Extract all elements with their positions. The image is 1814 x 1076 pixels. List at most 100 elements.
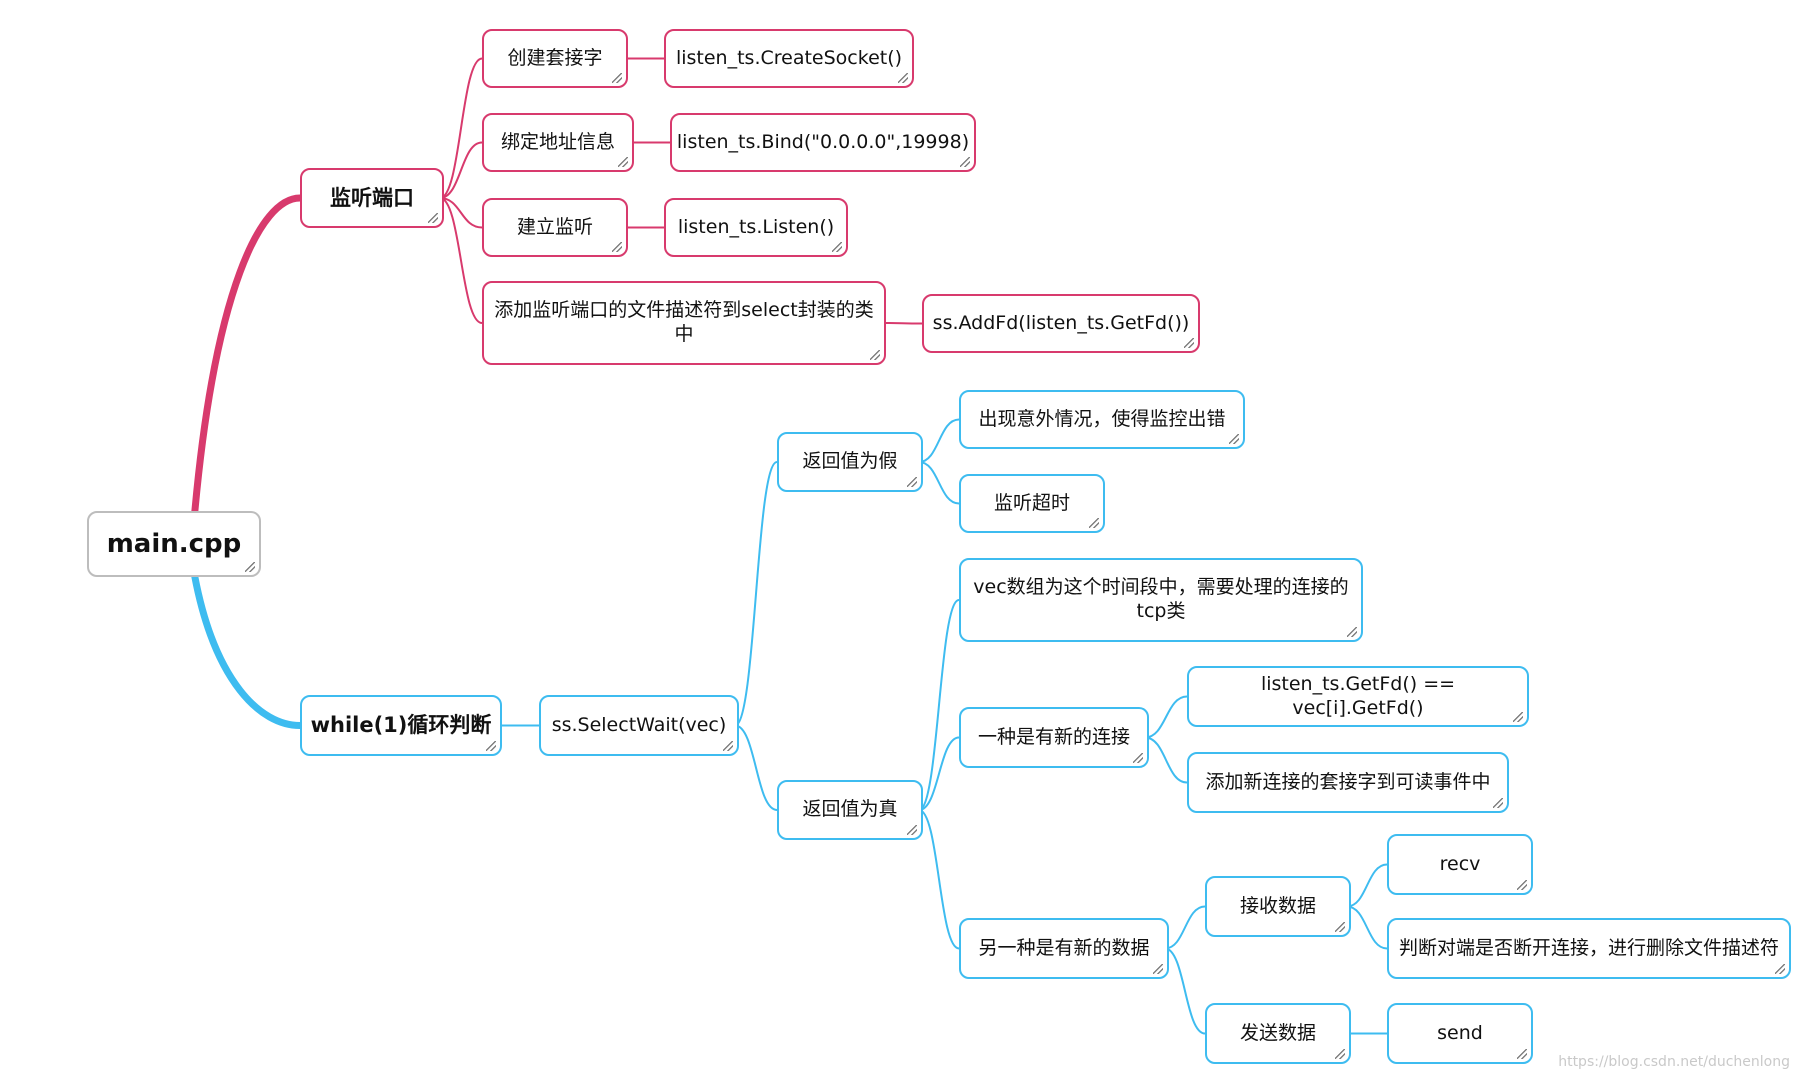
resize-grip-icon [898,73,908,83]
watermark-text: https://blog.csdn.net/duchenlong [1558,1054,1790,1070]
send-data-node[interactable]: 发送数据 [1205,1003,1351,1064]
connector-line [918,461,960,505]
resize-grip-icon [1184,338,1194,348]
resize-grip-icon [1517,1049,1527,1059]
step-node[interactable]: 创建套接字 [482,29,628,88]
vec-note-label: vec数组为这个时间段中，需要处理的连接的tcp类 [973,576,1349,622]
step-node[interactable]: 建立监听 [482,198,628,257]
branch-loop-label: while(1)循环判断 [310,713,492,738]
resize-grip-icon [1493,798,1503,808]
connector-line [1346,863,1388,908]
branch-connector-line [191,194,304,515]
select-wait-label: ss.SelectWait(vec) [551,713,727,736]
resize-grip-icon [1133,753,1143,763]
connector-line [918,599,960,811]
branch-while-loop[interactable]: while(1)循环判断 [300,695,502,756]
code-node[interactable]: ss.AddFd(listen_ts.GetFd()) [922,294,1200,353]
vec-note-node[interactable]: vec数组为这个时间段中，需要处理的连接的tcp类 [959,558,1363,642]
return-false-label: 返回值为假 [802,450,898,473]
resize-grip-icon [612,242,622,252]
code-label: listen_ts.Bind("0.0.0.0",19998) [676,130,970,153]
new-data-node[interactable]: 另一种是有新的数据 [959,918,1169,979]
resize-grip-icon [1229,434,1239,444]
step-label: 建立监听 [516,215,593,238]
recv-call-node[interactable]: recv [1387,834,1533,895]
connector-line [1144,695,1188,739]
connector-line [881,322,923,325]
false-case-node[interactable]: 监听超时 [959,474,1105,533]
code-node[interactable]: listen_ts.Listen() [664,198,848,257]
resize-grip-icon [1513,712,1523,722]
connector-line [1346,905,1388,950]
code-node[interactable]: listen_ts.CreateSocket() [664,29,914,88]
disconnect-check-node[interactable]: 判断对端是否断开连接，进行删除文件描述符 [1387,918,1791,979]
root-label: main.cpp [106,528,242,559]
return-true-node[interactable]: 返回值为真 [777,780,923,840]
new-connection-detail-node[interactable]: 添加新连接的套接字到可读事件中 [1187,752,1509,813]
code-label: listen_ts.CreateSocket() [675,46,903,69]
resize-grip-icon [1517,880,1527,890]
connector-line [439,197,483,324]
new-data-label: 另一种是有新的数据 [978,936,1150,959]
resize-grip-icon [245,562,255,572]
connector-line [1144,736,1188,784]
resize-grip-icon [1775,964,1785,974]
connector-line [1164,905,1206,950]
connector-line [439,141,483,199]
resize-grip-icon [1335,922,1345,932]
code-node[interactable]: listen_ts.Bind("0.0.0.0",19998) [670,113,976,172]
connector-line [439,197,483,229]
step-label: 绑定地址信息 [500,130,615,153]
resize-grip-icon [612,73,622,83]
resize-grip-icon [960,157,970,167]
new-connection-detail-node[interactable]: listen_ts.GetFd() == vec[i].GetFd() [1187,666,1529,727]
resize-grip-icon [486,741,496,751]
false-case-label: 监听超时 [993,491,1070,514]
resize-grip-icon [907,477,917,487]
false-case-label: 出现意外情况，使得监控出错 [978,407,1226,430]
return-false-node[interactable]: 返回值为假 [777,432,923,492]
step-node[interactable]: 添加监听端口的文件描述符到select封装的类中 [482,281,886,365]
connector-line [918,418,960,463]
disconnect-check-label: 判断对端是否断开连接，进行删除文件描述符 [1398,936,1779,959]
resize-grip-icon [723,741,733,751]
branch-listen-port[interactable]: 监听端口 [300,168,444,228]
root-node[interactable]: main.cpp [87,511,261,577]
code-label: listen_ts.Listen() [677,215,835,238]
send-call-node[interactable]: send [1387,1003,1533,1064]
step-node[interactable]: 绑定地址信息 [482,113,634,172]
send-data-label: 发送数据 [1239,1021,1316,1044]
resize-grip-icon [428,213,438,223]
send-call-label: send [1437,1021,1483,1044]
connector-line [918,809,960,950]
false-case-node[interactable]: 出现意外情况，使得监控出错 [959,390,1245,449]
new-connection-label: 一种是有新的连接 [977,725,1130,748]
resize-grip-icon [618,157,628,167]
connector-line [734,461,778,727]
resize-grip-icon [1089,518,1099,528]
step-label: 添加监听端口的文件描述符到select封装的类中 [494,299,874,345]
resize-grip-icon [1335,1049,1345,1059]
receive-data-label: 接收数据 [1239,894,1316,917]
connector-line [439,57,483,199]
connector-line [734,724,778,811]
new-connection-node[interactable]: 一种是有新的连接 [959,707,1149,768]
recv-call-label: recv [1439,852,1481,875]
select-wait-node[interactable]: ss.SelectWait(vec) [539,695,739,756]
connector-line [918,736,960,811]
connector-line [1164,947,1206,1035]
code-label: ss.AddFd(listen_ts.GetFd()) [932,311,1190,334]
resize-grip-icon [832,242,842,252]
branch-listen-label: 监听端口 [330,185,414,210]
resize-grip-icon [1347,627,1357,637]
new-connection-detail-label: 添加新连接的套接字到可读事件中 [1205,770,1491,793]
return-true-label: 返回值为真 [802,798,898,821]
branch-connector-line [191,573,304,729]
resize-grip-icon [870,350,880,360]
resize-grip-icon [907,825,917,835]
step-label: 创建套接字 [507,46,603,69]
receive-data-node[interactable]: 接收数据 [1205,876,1351,937]
new-connection-detail-label: listen_ts.GetFd() == vec[i].GetFd() [1260,672,1456,719]
